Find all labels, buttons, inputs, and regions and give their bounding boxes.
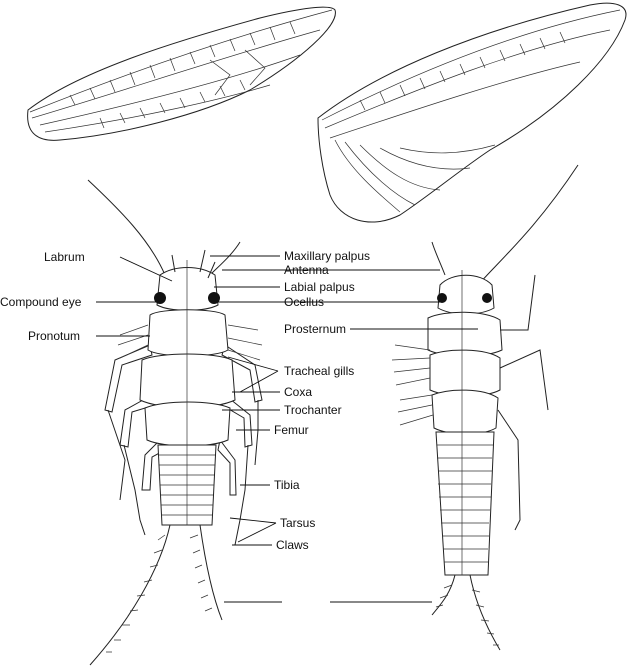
forewing xyxy=(27,6,336,141)
label-tracheal-gills: Tracheal gills xyxy=(284,364,354,378)
hindwing xyxy=(317,2,627,223)
label-prosternum: Prosternum xyxy=(284,322,346,336)
leader-lines xyxy=(96,255,478,603)
label-maxillary-palpus: Maxillary palpus xyxy=(284,249,370,263)
label-labrum: Labrum xyxy=(44,250,85,264)
label-ocellus: Ocellus xyxy=(284,295,324,309)
label-pronotum: Pronotum xyxy=(28,329,80,343)
left-insect xyxy=(87,179,263,666)
label-labial-palpus: Labial palpus xyxy=(284,280,355,294)
label-trochanter: Trochanter xyxy=(284,403,342,417)
label-compound-eye: Compound eye xyxy=(0,295,82,309)
label-tibia: Tibia xyxy=(274,478,300,492)
right-insect xyxy=(391,164,579,651)
label-claws: Claws xyxy=(276,538,309,552)
label-femur: Femur xyxy=(274,423,309,437)
label-antenna: Antenna xyxy=(284,263,329,277)
label-coxa: Coxa xyxy=(284,385,312,399)
label-tarsus: Tarsus xyxy=(280,516,315,530)
